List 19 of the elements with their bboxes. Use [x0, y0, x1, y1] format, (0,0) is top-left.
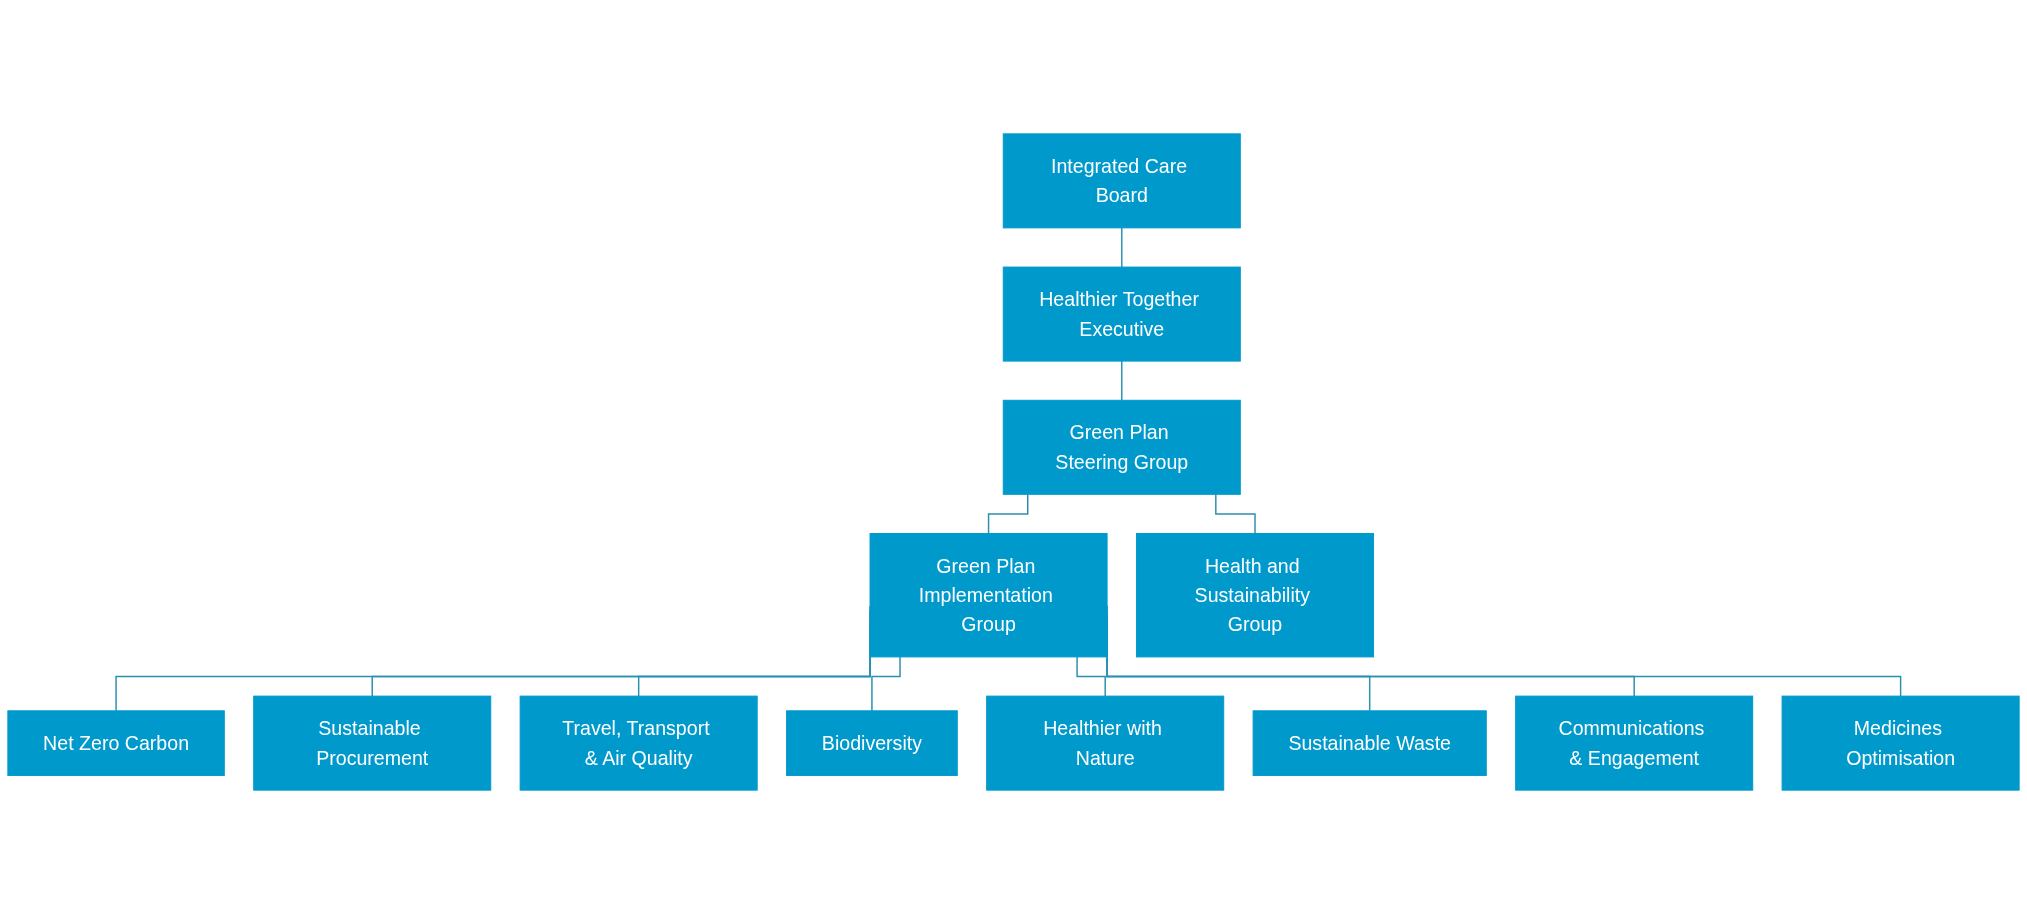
node-box: Healthier Together Executive	[1002, 266, 1241, 362]
node-box: Green Plan Implementation Group	[869, 533, 1108, 658]
node-box: Healthier with Nature	[986, 695, 1225, 791]
node-box: Biodiversity	[786, 710, 958, 776]
connector	[1121, 360, 1123, 401]
node-box: Health and Sustainability Group	[1136, 533, 1374, 658]
node-box: Communications & Engagement	[1515, 695, 1754, 791]
connector	[1076, 656, 1106, 697]
node-box: Net Zero Carbon	[7, 710, 225, 776]
connector	[987, 493, 1029, 535]
connector	[871, 656, 901, 712]
connector	[1215, 493, 1256, 535]
node-box: Green Plan Steering Group	[1002, 399, 1241, 495]
connector	[1121, 227, 1123, 268]
node-box: Sustainable Waste	[1252, 710, 1487, 776]
node-box: Medicines Optimisation	[1781, 695, 2020, 791]
node-box: Travel, Transport & Air Quality	[519, 695, 758, 791]
node-box: Integrated Care Board	[1002, 133, 1241, 229]
node-box: Sustainable Procurement	[253, 695, 492, 791]
